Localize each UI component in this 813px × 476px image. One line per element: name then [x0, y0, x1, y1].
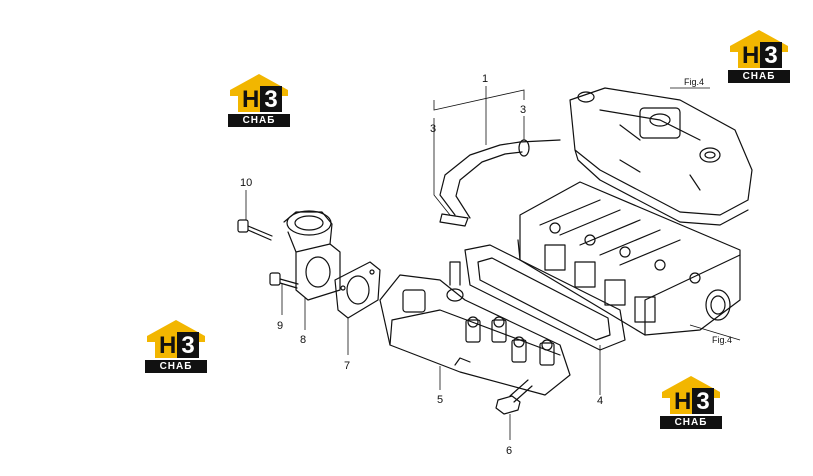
- logo-letter-h: H: [742, 42, 760, 69]
- inlet-flange: [283, 210, 341, 301]
- logo-letter-e: 3: [760, 42, 782, 69]
- leader-lines: [245, 86, 741, 440]
- fig-ref-top: Fig.4: [684, 77, 704, 87]
- bolt-9: [269, 272, 299, 289]
- logo-letter-h: H: [159, 332, 177, 359]
- callout-5: 5: [437, 394, 443, 406]
- gasket: [464, 244, 626, 351]
- fig-ref-bottom: Fig.4: [712, 335, 732, 345]
- callout-10: 10: [240, 177, 252, 189]
- callout-4: 4: [597, 395, 603, 407]
- callout-labels: 1 3 3 4 5 6 7 8 9 10 Fig.4 Fig.4: [240, 73, 732, 457]
- logo-letter-e: 3: [260, 86, 282, 113]
- callout-1: 1: [482, 73, 488, 85]
- callout-3-right: 3: [520, 104, 526, 116]
- callout-3-left: 3: [430, 123, 436, 135]
- valve-cover: [569, 87, 753, 226]
- logo-letter-h: H: [674, 388, 692, 415]
- bolt-6: [495, 379, 533, 415]
- logo-subtitle: СНАБ: [145, 360, 207, 373]
- logo-letter-e: 3: [177, 332, 199, 359]
- flange-gasket: [334, 261, 381, 319]
- logo-letter-e: 3: [692, 388, 714, 415]
- cylinder-head: [517, 181, 741, 336]
- logo-subtitle: СНАБ: [660, 416, 722, 429]
- logo-subtitle: СНАБ: [228, 114, 290, 127]
- bolt-10: [237, 219, 273, 241]
- intake-manifold: [379, 261, 571, 396]
- breather-hose: [439, 139, 561, 227]
- callout-7: 7: [344, 360, 350, 372]
- callout-9: 9: [277, 320, 283, 332]
- logo-subtitle: СНАБ: [728, 70, 790, 83]
- callout-8: 8: [300, 334, 306, 346]
- logo-letter-h: H: [242, 86, 260, 113]
- callout-6: 6: [506, 445, 512, 457]
